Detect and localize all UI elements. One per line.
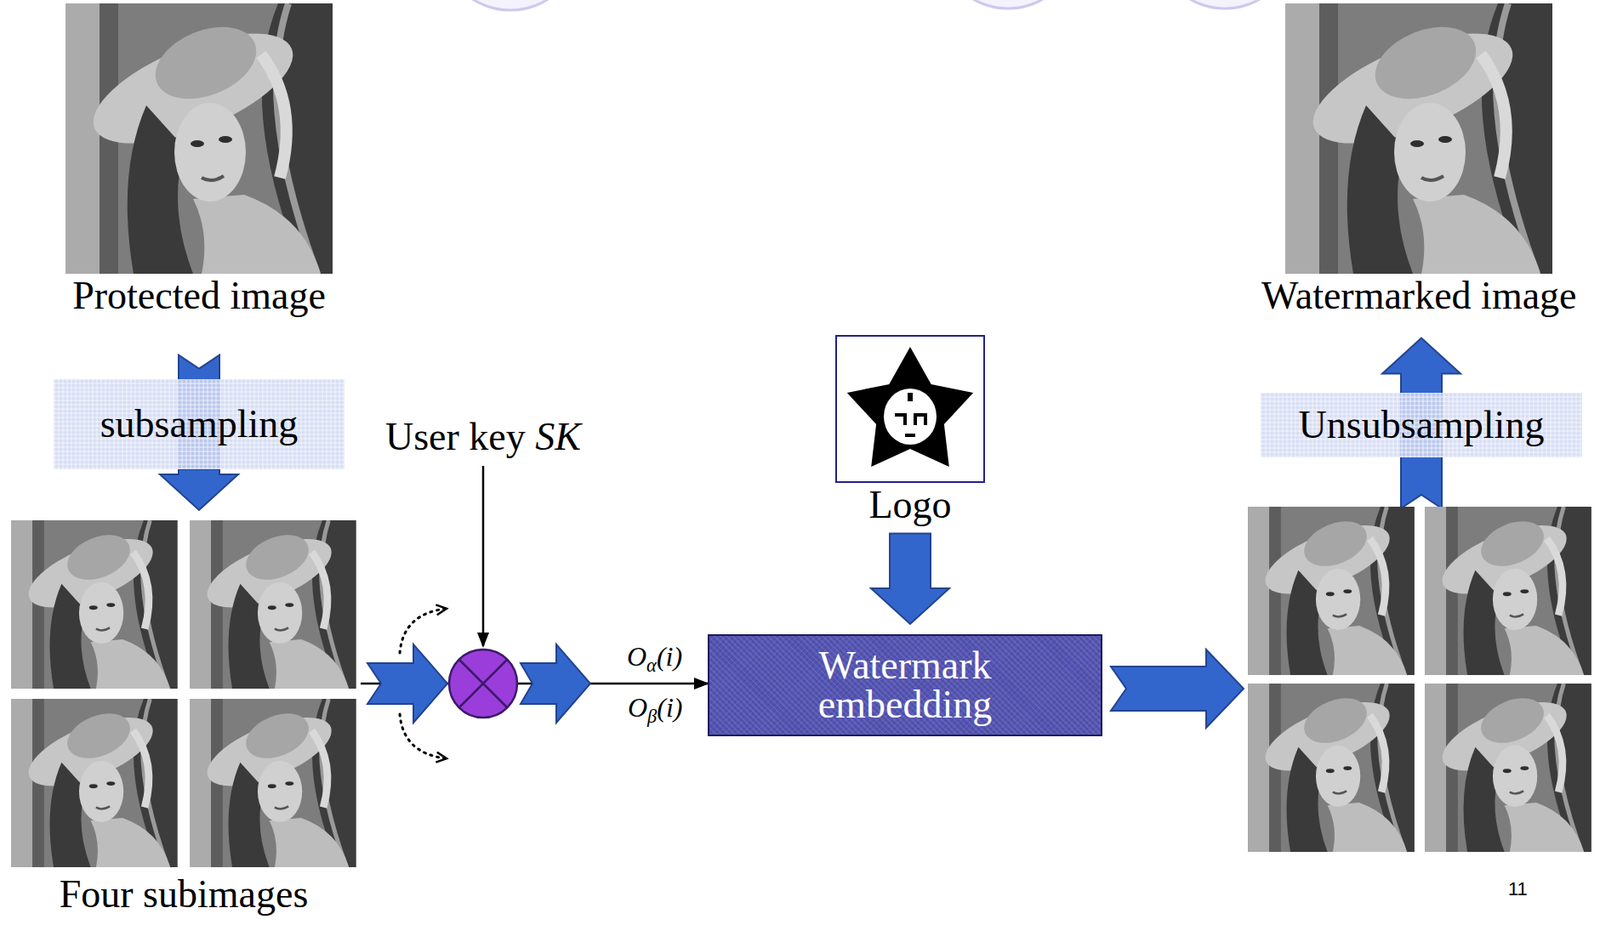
photo: [11, 699, 178, 868]
watermarked-image: Watermarked image: [1261, 3, 1578, 319]
photo: [188, 699, 358, 868]
logo-face: [883, 388, 937, 445]
logo-frame: [835, 335, 986, 484]
subimage-grid: [10, 520, 358, 868]
photo: [188, 520, 358, 689]
xor-symbol: [459, 660, 507, 708]
slide-ornament: [938, 0, 1078, 9]
key-line: [482, 466, 485, 647]
photo: [10, 699, 179, 868]
photo: [65, 3, 333, 274]
subimage: [1247, 683, 1415, 853]
unsubsampling-band: Unsubsampling: [1260, 392, 1583, 458]
protected-image: Protected image: [65, 3, 333, 319]
subimage: [1247, 506, 1415, 676]
node-text: Protected image: [72, 273, 326, 319]
slide-ornament: [1155, 0, 1295, 9]
logo-star: [847, 347, 974, 467]
subimage: [1424, 683, 1592, 853]
photo: [10, 520, 179, 689]
logo-mark: [907, 392, 913, 402]
photo: [11, 520, 178, 689]
xor-symbol: [449, 649, 518, 718]
block-arrow: [367, 644, 448, 724]
node-text: Unsubsampling: [1298, 403, 1545, 448]
logo-eyes: [894, 415, 926, 426]
node-text: Logo: [868, 483, 951, 528]
block-arrow: [159, 469, 239, 511]
logo-picture: [837, 336, 984, 482]
photo: [1285, 3, 1553, 274]
node-text: Watermarked image: [1261, 273, 1578, 319]
photo: [189, 520, 357, 689]
subsampling-band: subsampling: [53, 379, 345, 470]
swap-arc: [399, 714, 446, 759]
subimage-group: Four subimages: [10, 520, 358, 917]
page-number: 11: [1508, 879, 1528, 900]
photo: [189, 699, 357, 868]
logo-box: Logo: [835, 335, 986, 528]
slide-ornament: [440, 0, 581, 11]
photo: [65, 3, 333, 274]
signal-label: Oα(i): [626, 642, 683, 678]
block-arrow: [871, 534, 950, 626]
node-text: Watermark embedding: [781, 646, 1029, 725]
swap-arc: [399, 609, 446, 654]
block-arrow: [520, 644, 591, 724]
key-label: User key SK: [385, 415, 581, 460]
node-text: subsampling: [100, 402, 299, 447]
logo-mouth: [905, 433, 916, 438]
subimage: [1424, 506, 1592, 676]
process-box: Watermark embedding: [707, 634, 1103, 737]
photo: [1285, 3, 1553, 274]
signal-label: Oβ(i): [627, 693, 683, 729]
block-arrow: [1110, 649, 1244, 729]
node-text: Four subimages: [59, 872, 309, 917]
xor-symbol: [459, 660, 507, 708]
